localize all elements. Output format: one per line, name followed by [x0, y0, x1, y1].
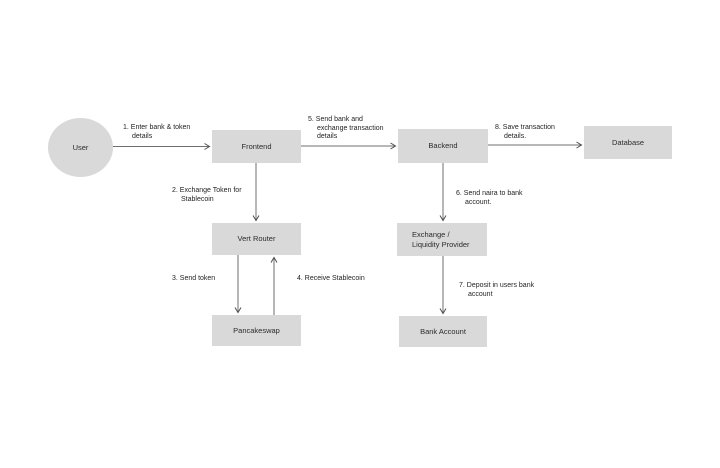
- edge-label-step7: 7. Deposit in users bank account: [459, 282, 535, 298]
- edge-label-step6: 6. Send naira to bank account.: [456, 190, 523, 206]
- node-bank-account: Bank Account: [399, 316, 487, 347]
- node-database-label: Database: [611, 137, 645, 147]
- edge-label-step5: 5. Send bank and exchange transaction de…: [308, 116, 384, 141]
- node-backend: Backend: [398, 129, 488, 163]
- edge-label-step2: 2. Exchange Token for Stablecoin: [172, 187, 242, 203]
- node-bank-account-label: Bank Account: [420, 326, 466, 336]
- node-user: User: [48, 118, 113, 177]
- node-exchange-liquidity-provider: Exchange / Liquidity Provider: [397, 223, 487, 256]
- node-pancakeswap-label: Pancakeswap: [233, 325, 280, 335]
- edge-label-step4: 4. Receive Stablecoin: [297, 275, 365, 282]
- node-backend-label: Backend: [428, 141, 458, 151]
- node-exchange-liquidity-provider-label: Exchange / Liquidity Provider: [412, 230, 470, 249]
- node-vert-router-label: Vert Router: [237, 234, 276, 244]
- node-vert-router: Vert Router: [212, 223, 301, 255]
- node-frontend: Frontend: [212, 130, 301, 163]
- node-database: Database: [584, 126, 672, 159]
- edge-label-step3: 3. Send token: [172, 275, 216, 282]
- node-frontend-label: Frontend: [241, 141, 272, 151]
- edge-label-step8: 8. Save transaction details.: [495, 124, 555, 140]
- node-pancakeswap: Pancakeswap: [212, 315, 301, 346]
- node-user-label: User: [72, 142, 89, 152]
- edge-label-step1: 1. Enter bank & token details: [123, 124, 191, 140]
